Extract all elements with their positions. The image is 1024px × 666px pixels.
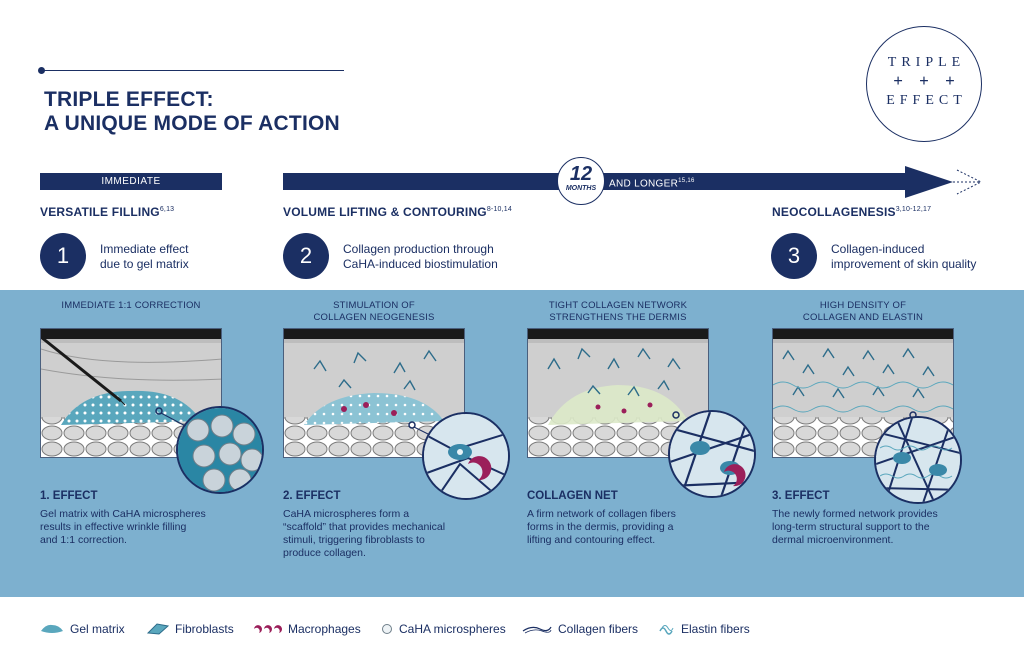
- page-title: TRIPLE EFFECT: A UNIQUE MODE OF ACTION: [44, 88, 340, 136]
- months-label: MONTHS: [565, 185, 597, 192]
- phase-2-title: VOLUME LIFTING & CONTOURING8-10,14: [283, 205, 512, 219]
- elastin-fiber-icon: [659, 625, 674, 635]
- timeline-longer-label: AND LONGER15,16: [609, 178, 695, 190]
- effect-2-text: CaHA microspheres form a“scaffold” that …: [283, 508, 446, 559]
- header-rule: [40, 70, 344, 71]
- step-3-badge: 3: [771, 233, 817, 279]
- months-number: 12: [569, 163, 593, 185]
- timeline-immediate-label: IMMEDIATE: [101, 176, 161, 187]
- legend-item-elastin-fibers: Elastin fibers: [659, 622, 750, 636]
- logo-line1: TRIPLE: [887, 55, 966, 70]
- timeline-arrow-head-icon: [905, 166, 983, 198]
- logo-line3: EFFECT: [886, 93, 967, 108]
- gel-matrix-icon: [41, 624, 63, 633]
- effect-2-title: 2. EFFECT: [283, 490, 341, 502]
- macrophage-icon: [254, 625, 282, 633]
- zoom-fibroblast-macrophage: [422, 412, 510, 500]
- panel-1-caption: IMMEDIATE 1:1 CORRECTION: [61, 300, 201, 311]
- phase-1-title: VERSATILE FILLING6,13: [40, 205, 175, 219]
- triple-effect-logo: TRIPLE + + + EFFECT: [866, 26, 982, 142]
- page-title-line2: A UNIQUE MODE OF ACTION: [44, 112, 340, 135]
- illustration-collagen-network: [527, 328, 709, 458]
- effect-3-title: 3. EFFECT: [772, 490, 830, 502]
- legend-item-macrophages: Macrophages: [252, 622, 361, 636]
- phase-3-title: NEOCOLLAGENESIS3,10-12,17: [772, 205, 932, 219]
- collagen-fiber-icon: [522, 626, 552, 634]
- legend: Gel matrix Fibroblasts Macrophages CaHA …: [0, 608, 1024, 652]
- zoom-high-density: [874, 416, 962, 504]
- fibroblast-icon: [147, 623, 169, 635]
- collagen-net-title: COLLAGEN NET: [527, 490, 618, 502]
- microsphere-icon: [382, 624, 392, 634]
- illustration-collagen-neogenesis: [283, 328, 465, 458]
- legend-item-collagen-fibers: Collagen fibers: [522, 622, 638, 636]
- legend-item-gel-matrix: Gel matrix: [40, 622, 125, 636]
- timeline-immediate-bar: IMMEDIATE: [40, 173, 222, 190]
- logo-plus-signs: + + +: [893, 71, 961, 90]
- legend-item-microspheres: CaHA microspheres: [381, 622, 506, 636]
- step-2-badge: 2: [283, 233, 329, 279]
- page-title-line1: TRIPLE EFFECT:: [44, 88, 214, 111]
- zoom-microspheres: [176, 406, 264, 494]
- months-badge: 12 MONTHS: [557, 157, 605, 205]
- step-1-badge: 1: [40, 233, 86, 279]
- effect-1-title: 1. EFFECT: [40, 490, 98, 502]
- legend-item-fibroblasts: Fibroblasts: [147, 622, 234, 636]
- zoom-collagen-net: [668, 410, 756, 498]
